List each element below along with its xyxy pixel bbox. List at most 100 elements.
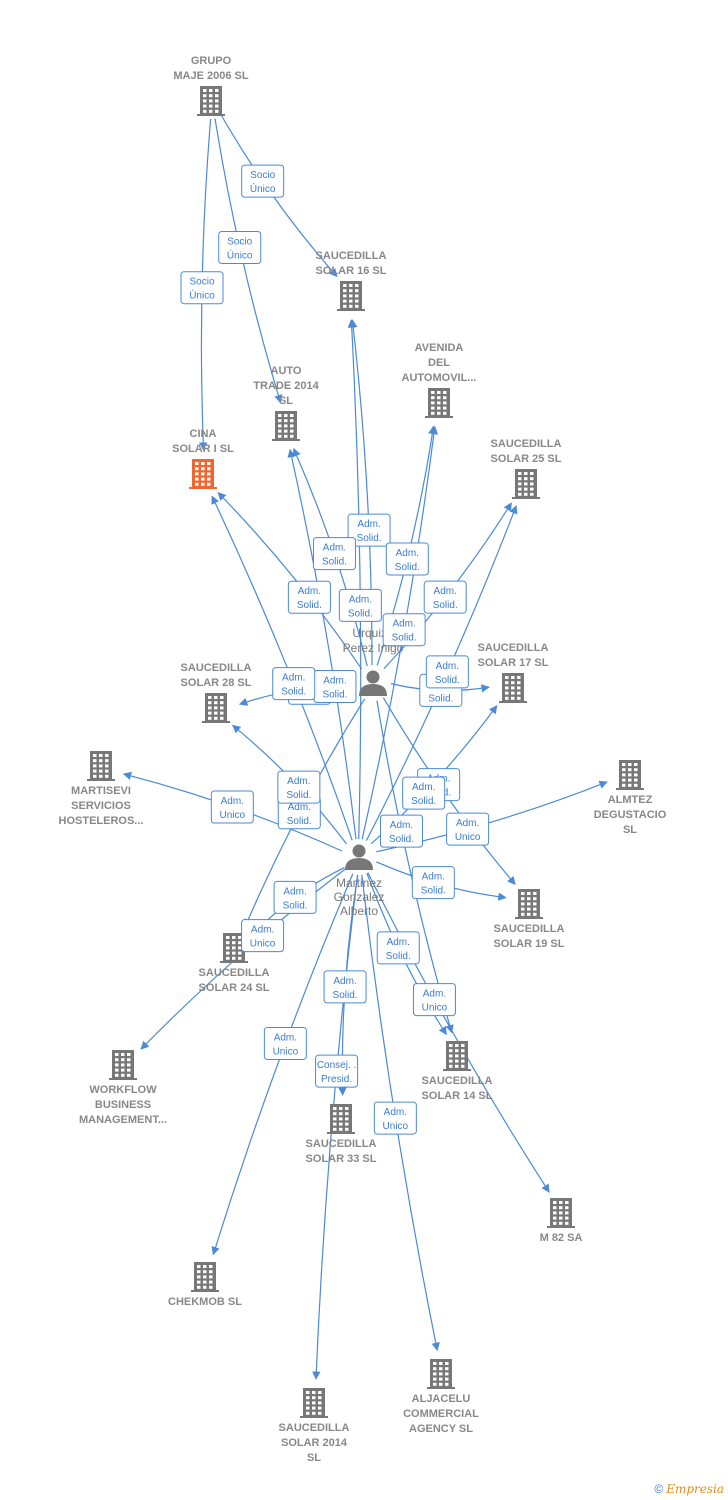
edge-label-text: Adm. bbox=[323, 676, 346, 687]
company-label: DEL bbox=[428, 357, 450, 369]
edge-label-text: Solid. bbox=[395, 562, 420, 573]
building-icon bbox=[425, 388, 453, 418]
company-label: AUTOMOVIL... bbox=[402, 372, 477, 384]
company-label: M 82 SA bbox=[540, 1232, 583, 1244]
edge-label-text: Adm. bbox=[282, 673, 305, 684]
brand-logo: Empresia bbox=[666, 1482, 724, 1496]
edge-label-text: Unico bbox=[273, 1046, 299, 1057]
building-icon bbox=[197, 86, 225, 116]
edge-label: Adm.Solid. bbox=[287, 580, 331, 614]
company-label: SOLAR 19 SL bbox=[494, 938, 565, 950]
company-label: MANAGEMENT... bbox=[79, 1114, 167, 1126]
edge-label-text: Adm. bbox=[221, 796, 244, 807]
edge-label-text: Solid. bbox=[287, 816, 312, 827]
brand-watermark: ©Empresia bbox=[654, 1482, 724, 1496]
edge-p1-cina bbox=[217, 492, 363, 670]
edge-label-text: Adm. bbox=[274, 1032, 297, 1043]
edge-label-text: Solid. bbox=[435, 675, 460, 686]
edge-label: Adm.Solid. bbox=[379, 814, 423, 848]
company-label: SAUCEDILLA bbox=[494, 923, 565, 935]
edge-labels-layer: SocioÚnicoSocioÚnicoSocioÚnicoAdm.Solid.… bbox=[180, 164, 490, 1135]
edge-label: Adm.Solid. bbox=[338, 588, 382, 622]
edge-label: Adm.Solid. bbox=[312, 537, 356, 571]
edge-label-text: Adm. bbox=[423, 989, 446, 1000]
copyright-icon: © bbox=[654, 1482, 664, 1496]
building-icon bbox=[109, 1050, 137, 1080]
company-node-m82[interactable]: M 82 SA bbox=[540, 1198, 583, 1244]
company-label: SOLAR 33 SL bbox=[306, 1153, 377, 1165]
edge-label: Adm.Solid. bbox=[385, 542, 429, 576]
edges-layer bbox=[122, 115, 608, 1380]
edge-label-text: Único bbox=[189, 289, 215, 302]
company-label: MAJE 2006 SL bbox=[173, 70, 248, 82]
edge-label-text: Adm. bbox=[251, 925, 274, 936]
building-icon bbox=[220, 933, 248, 963]
edge-grupo-s16 bbox=[220, 115, 338, 278]
person-label: Alberto bbox=[340, 904, 378, 918]
building-icon bbox=[616, 760, 644, 790]
company-label: HOSTELEROS... bbox=[59, 815, 144, 827]
edge-label: Adm.Solid. bbox=[411, 866, 455, 900]
edge-label: Adm.Unico bbox=[241, 919, 285, 953]
edge-label-text: Único bbox=[250, 182, 276, 195]
company-label: SOLAR 25 SL bbox=[491, 453, 562, 465]
edge-label: Adm.Solid. bbox=[347, 513, 391, 547]
company-label: AUTO bbox=[271, 365, 302, 377]
edge-label: Adm.Unico bbox=[373, 1101, 417, 1135]
edge-p2-chekmob bbox=[211, 873, 354, 1256]
edge-label-text: Solid. bbox=[392, 633, 417, 644]
company-node-avenida[interactable]: AVENIDADELAUTOMOVIL... bbox=[402, 342, 477, 418]
company-node-martisevi[interactable]: MARTISEVISERVICIOSHOSTELEROS... bbox=[59, 751, 144, 827]
edge-label-text: Unico bbox=[455, 832, 481, 843]
company-label: CHEKMOB SL bbox=[168, 1296, 242, 1308]
company-label: SAUCEDILLA bbox=[478, 642, 549, 654]
edge-label: Adm.Solid. bbox=[376, 931, 420, 965]
edge-label-text: Socio bbox=[189, 277, 214, 288]
building-icon bbox=[499, 673, 527, 703]
company-label: SOLAR 24 SL bbox=[199, 982, 270, 994]
edge-label: Adm.Solid. bbox=[323, 970, 367, 1004]
edge-label-text: Solid. bbox=[357, 533, 382, 544]
edge-label-text: Socio bbox=[227, 236, 252, 247]
edge-p2-s16 bbox=[347, 319, 362, 840]
edge-label-text: Solid. bbox=[286, 790, 311, 801]
company-node-workflow[interactable]: WORKFLOWBUSINESSMANAGEMENT... bbox=[79, 1050, 167, 1126]
edge-label-text: Solid. bbox=[297, 600, 322, 611]
company-label: COMMERCIAL bbox=[403, 1408, 479, 1420]
edge-label-text: Solid. bbox=[428, 693, 453, 704]
edge-label-text: Solid. bbox=[283, 900, 308, 911]
edge-label: Adm.Solid. bbox=[423, 580, 467, 614]
company-node-chekmob[interactable]: CHEKMOB SL bbox=[168, 1262, 242, 1308]
edge-p2-cina bbox=[211, 495, 353, 841]
company-node-s19[interactable]: SAUCEDILLA SOLAR 19 SL bbox=[494, 889, 565, 950]
edge-p2-auto bbox=[287, 448, 357, 840]
company-label: SAUCEDILLA bbox=[279, 1422, 350, 1434]
edge-label-text: Solid. bbox=[389, 834, 414, 845]
edge-label: Adm.Solid. bbox=[277, 770, 321, 804]
company-label: DEGUSTACIO bbox=[594, 809, 667, 821]
building-icon bbox=[189, 459, 217, 489]
edge-label-text: Adm. bbox=[412, 782, 435, 793]
edge-label-text: Adm. bbox=[456, 818, 479, 829]
edge-label-text: Unico bbox=[220, 810, 246, 821]
edge-label-text: Solid. bbox=[322, 690, 347, 701]
edge-label-text: Adm. bbox=[436, 661, 459, 672]
building-icon bbox=[300, 1388, 328, 1418]
edge-label: Adm. Unico bbox=[210, 790, 254, 824]
